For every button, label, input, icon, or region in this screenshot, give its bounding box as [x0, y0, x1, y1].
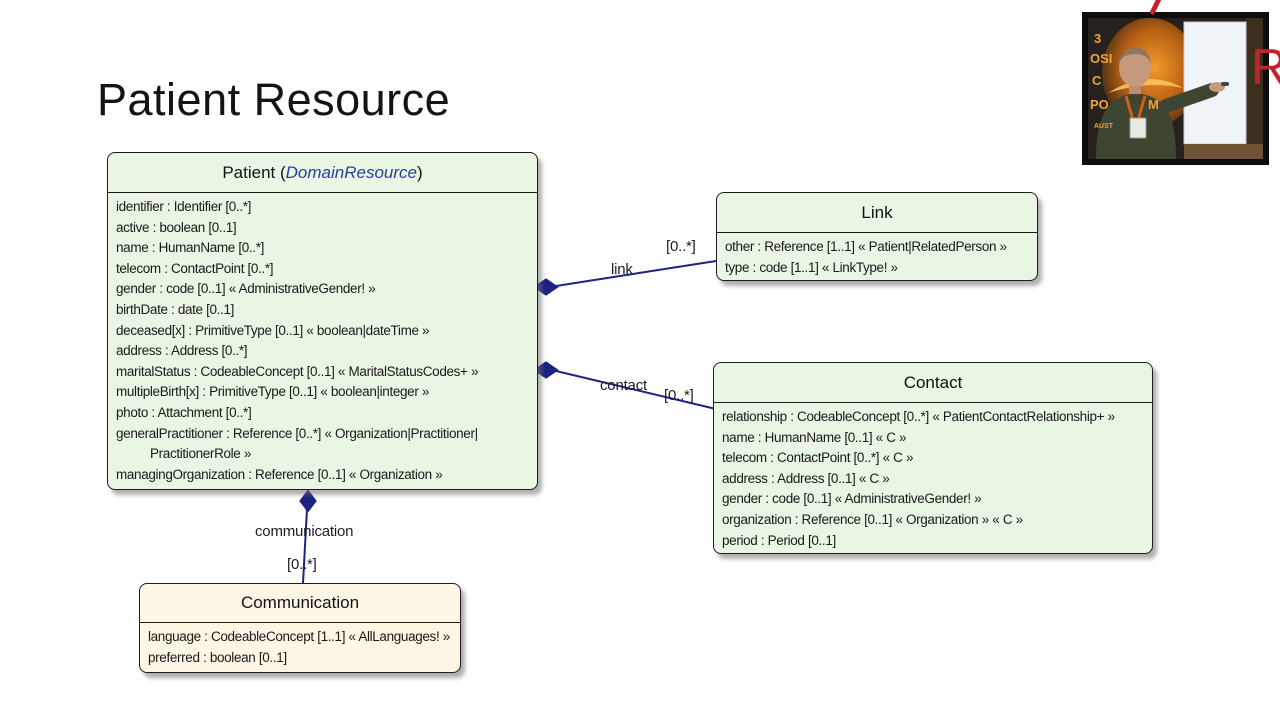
patient-title-text: Patient ( [222, 162, 286, 182]
attribute-line: telecom : ContactPoint [0..*] [116, 260, 274, 276]
class-box-link: Link other : Reference [1..1] « Patient|… [716, 192, 1038, 281]
class-box-contact: Contact relationship : CodeableConcept [… [713, 362, 1153, 554]
attribute-line: language : CodeableConcept [1..1] « AllL… [148, 629, 450, 644]
association-label-communication: communication [255, 523, 354, 540]
banner-text-fragment: AUST [1094, 123, 1114, 130]
attribute-line: multipleBirth[x] : PrimitiveType [0..1] … [116, 384, 430, 400]
attribute-line: period : Period [0..1] [722, 532, 836, 548]
attribute-line: active : boolean [0..1] [116, 219, 237, 235]
presenter-arm [1159, 83, 1219, 113]
class-title-link: Link [717, 193, 1037, 233]
attribute-line: type : code [1..1] « LinkType! » [725, 259, 898, 275]
association-label-link: link [611, 261, 633, 278]
presenter-hair [1119, 48, 1151, 64]
attribute-line: telecom : ContactPoint [0..*] « C » [722, 450, 914, 466]
attribute-line: maritalStatus : CodeableConcept [0..1] «… [116, 363, 479, 379]
link-association-line [555, 260, 717, 287]
webcam-overlay[interactable]: 3 OSI C PO M AUST [1082, 12, 1269, 165]
patient-stereotype: DomainResource [285, 162, 417, 182]
attribute-line: name : HumanName [0..*] [116, 240, 265, 256]
banner-text-fragment: OSI [1090, 51, 1113, 66]
association-multiplicity-link: [0..*] [666, 238, 696, 255]
presenter-hand [1209, 82, 1225, 92]
class-attributes-contact: relationship : CodeableConcept [0..*] « … [714, 403, 1152, 551]
banner-text-fragment: PO [1090, 97, 1109, 112]
page-title: Patient Resource [97, 74, 451, 125]
attribute-line: identifier : Identifier [0..*] [116, 199, 252, 214]
class-title-patient: Patient (DomainResource) [108, 153, 537, 193]
class-box-communication: Communication language : CodeableConcept… [139, 583, 461, 673]
class-attributes-link: other : Reference [1..1] « Patient|Relat… [717, 233, 1037, 278]
attribute-line: other : Reference [1..1] « Patient|Relat… [725, 239, 1007, 254]
attribute-line: address : Address [0..*] [116, 343, 248, 359]
wall-panel [1246, 18, 1263, 159]
wood-paneling [1184, 144, 1263, 159]
communication-composition-diamond-icon [299, 489, 317, 513]
attribute-line: generalPractitioner : Reference [0..*] «… [116, 425, 478, 441]
presenter-head [1119, 49, 1151, 87]
patient-title-close: ) [416, 162, 423, 182]
attribute-line: birthDate : date [0..1] [116, 301, 235, 317]
class-attributes-patient: identifier : Identifier [0..*] active : b… [108, 193, 537, 485]
lanyard [1124, 95, 1147, 121]
presenter-photo [1088, 18, 1263, 159]
association-multiplicity-contact: [0..*] [664, 387, 694, 404]
logo-letter-r: R [1251, 39, 1280, 95]
class-title-communication: Communication [140, 584, 460, 623]
name-badge [1129, 117, 1147, 139]
link-composition-diamond-icon [533, 278, 559, 296]
attribute-line: photo : Attachment [0..*] [116, 404, 252, 420]
attribute-line: preferred : boolean [0..1] [148, 649, 287, 665]
attribute-line: name : HumanName [0..1] « C » [722, 429, 907, 445]
attribute-line: managingOrganization : Reference [0..1] … [116, 466, 443, 482]
attribute-line: gender : code [0..1] « AdministrativeGen… [116, 281, 376, 297]
banner-text-fragment: M [1148, 97, 1159, 112]
attribute-line: relationship : CodeableConcept [0..*] « … [722, 409, 1115, 424]
banner-swoosh [1108, 79, 1183, 93]
attribute-line: address : Address [0..1] « C » [722, 470, 890, 486]
attribute-line: deceased[x] : PrimitiveType [0..1] « boo… [116, 322, 430, 338]
attribute-line: gender : code [0..1] « AdministrativeGen… [722, 491, 982, 507]
banner-text-fragment: C [1092, 73, 1102, 88]
banner-text-fragment: 3 [1094, 31, 1102, 46]
class-attributes-communication: language : CodeableConcept [1..1] « AllL… [140, 623, 460, 668]
association-label-contact: contact [600, 377, 647, 394]
presenter-clicker [1221, 82, 1229, 86]
contact-composition-diamond-icon [533, 361, 559, 379]
attribute-line: organization : Reference [0..1] « Organi… [722, 511, 1023, 527]
attribute-line: PractitionerRole » [150, 446, 252, 462]
class-title-contact: Contact [714, 363, 1152, 403]
class-box-patient: Patient (DomainResource) identifier : Id… [107, 152, 538, 490]
association-multiplicity-communication: [0..*] [287, 556, 317, 573]
